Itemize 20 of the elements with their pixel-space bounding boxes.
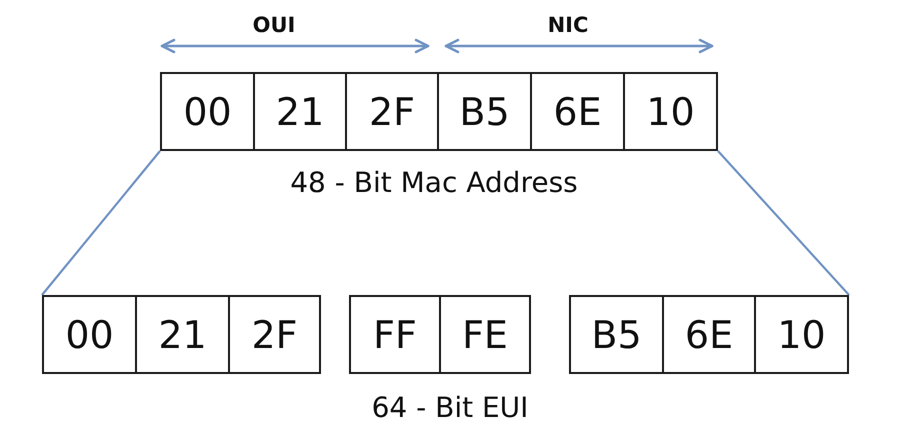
byte-box: FF xyxy=(349,295,441,374)
section-label: NIC xyxy=(548,15,588,36)
caption: 64 - Bit EUI xyxy=(372,394,528,422)
connector-line xyxy=(41,150,161,296)
byte-box: B5 xyxy=(569,295,664,374)
byte-box: 2F xyxy=(228,295,321,374)
caption: 48 - Bit Mac Address xyxy=(290,169,578,197)
byte-box: 10 xyxy=(754,295,849,374)
byte-box: 00 xyxy=(42,295,137,374)
byte-box: 10 xyxy=(623,72,718,151)
byte-box: 21 xyxy=(253,72,347,151)
byte-box: 2F xyxy=(345,72,439,151)
connector-line xyxy=(717,150,850,296)
byte-box: 6E xyxy=(662,295,756,374)
byte-box: B5 xyxy=(437,72,532,151)
section-label: OUI xyxy=(252,15,296,36)
byte-box: FE xyxy=(439,295,531,374)
byte-box: 00 xyxy=(160,72,255,151)
byte-box: 21 xyxy=(135,295,230,374)
byte-box: 6E xyxy=(530,72,625,151)
